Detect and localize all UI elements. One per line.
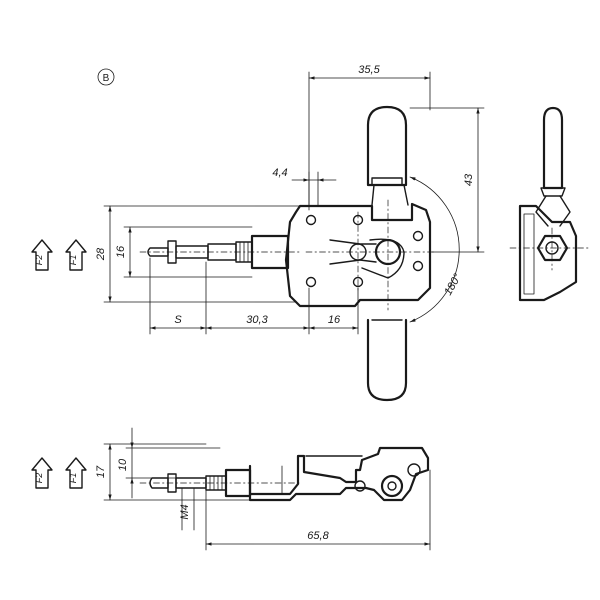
clamp-body-top <box>284 199 437 311</box>
force-arrows-top: F2 F1 <box>31 239 87 271</box>
svg-text:F2: F2 <box>34 255 44 266</box>
svg-text:F2: F2 <box>34 473 44 484</box>
side-view-right <box>509 106 589 302</box>
dim-m4: M4 <box>179 487 195 531</box>
svg-text:28: 28 <box>95 247 107 261</box>
svg-text:F1: F1 <box>68 255 78 266</box>
handle-down-ghost <box>366 318 408 402</box>
svg-text:180°: 180° <box>442 271 464 297</box>
svg-text:S: S <box>174 314 182 326</box>
force-arrows-bottom: F2 F1 <box>31 457 87 489</box>
dim-4-4: 4,4 <box>272 167 337 207</box>
svg-text:F1: F1 <box>68 473 78 484</box>
dim-16-vertical: 16 <box>115 226 253 278</box>
dim-35-5: 35,5 <box>308 64 431 211</box>
svg-text:43: 43 <box>463 173 475 186</box>
svg-text:4,4: 4,4 <box>272 167 287 179</box>
dim-43: 43 <box>409 107 485 253</box>
svg-text:B: B <box>103 73 110 84</box>
plunger-top <box>139 234 301 270</box>
handle-up <box>366 105 409 206</box>
svg-text:17: 17 <box>95 465 107 478</box>
dim-65-8: 65,8 <box>205 469 431 551</box>
view-label-b: B <box>97 68 115 86</box>
svg-text:10: 10 <box>117 458 129 471</box>
dim-28: 28 <box>95 205 301 303</box>
dim-17: 17 <box>95 443 251 501</box>
bottom-view <box>139 446 430 502</box>
svg-text:65,8: 65,8 <box>307 530 329 542</box>
svg-text:35,5: 35,5 <box>358 64 380 76</box>
svg-text:30,3: 30,3 <box>246 314 268 326</box>
svg-text:16: 16 <box>328 314 341 326</box>
dim-chain-bottom: S 30,3 16 <box>149 257 359 335</box>
dim-10: 10 <box>117 427 221 499</box>
svg-text:M4: M4 <box>179 504 191 519</box>
svg-text:16: 16 <box>115 245 127 258</box>
